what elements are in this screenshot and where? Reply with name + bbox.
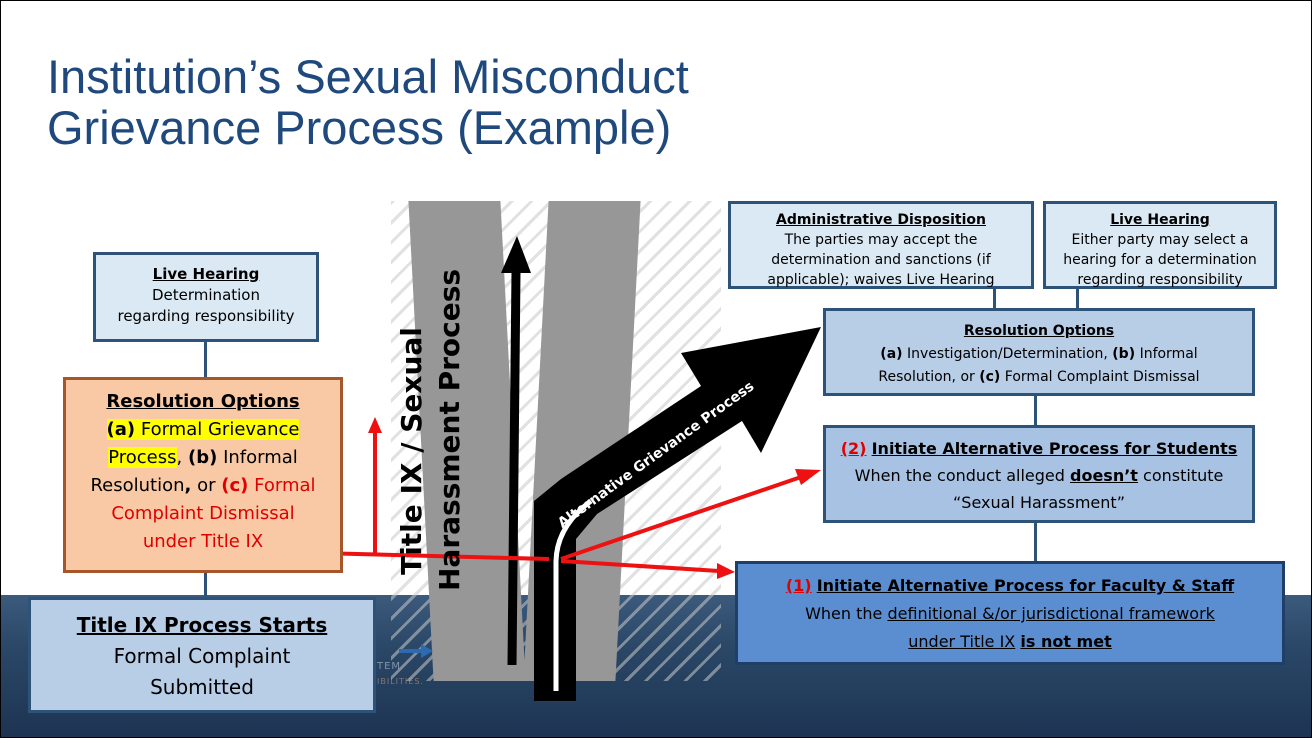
left-resolution-line3: Resolution, or (c) Formal: [66, 472, 340, 500]
students-line1-bold: doesn’t: [1070, 466, 1138, 485]
left-live-hearing-line1: Determination: [151, 286, 260, 304]
admin-line2: determination and sanctions (if: [771, 252, 991, 268]
red-arrowhead-faculty: [717, 563, 735, 579]
title-ix-road-label-line2: Harassment Process: [433, 268, 466, 591]
start-line1: Formal Complaint: [113, 644, 291, 668]
option-c-text3: under Title IX: [142, 531, 264, 552]
road-center-line: [553, 498, 593, 691]
right-option-b-label: (b): [1112, 346, 1136, 362]
red-line-to-students: [560, 475, 802, 561]
right-live-hearing-box: Live Hearing Either party may select a h…: [1043, 201, 1277, 289]
option-a-label: (a): [106, 419, 136, 440]
students-title: Initiate Alternative Process for Student…: [871, 439, 1238, 458]
slide-title-line2: Grievance Process (Example): [47, 101, 672, 154]
slide-title: Institution’s Sexual Misconduct Grievanc…: [47, 51, 887, 153]
left-live-hearing-title: Live Hearing: [152, 265, 260, 283]
right-live-hearing-title: Live Hearing: [1110, 212, 1210, 228]
option-a-text1: Formal Grievance: [140, 419, 300, 440]
slide-title-line1: Institution’s Sexual Misconduct: [47, 50, 689, 103]
right-option-c-text: Formal Complaint Dismissal: [1004, 369, 1200, 385]
admin-line1: The parties may accept the: [784, 232, 978, 248]
faculty-staff-process-box: (1) Initiate Alternative Process for Fac…: [735, 561, 1285, 665]
students-line1-post: constitute: [1143, 466, 1224, 485]
students-process-box: (2) Initiate Alternative Process for Stu…: [823, 425, 1255, 523]
start-line2: Submitted: [150, 675, 254, 699]
or-word: or: [197, 475, 216, 496]
faculty-line1-underline: definitional &/or jurisdictional framewo…: [887, 604, 1215, 623]
admin-title: Administrative Disposition: [776, 212, 986, 228]
faculty-line1: When the definitional &/or jurisdictiona…: [738, 600, 1282, 628]
students-line2: “Sexual Harassment”: [953, 493, 1125, 512]
title-ix-process-starts-box: Title IX Process Starts Formal Complaint…: [28, 597, 376, 713]
right-connector-low: [1034, 522, 1037, 562]
left-connector-top: [204, 341, 207, 377]
right-resolution-line1: (a) Investigation/Determination, (b) Inf…: [826, 343, 1252, 366]
title-ix-arrow-shaft: [507, 270, 521, 666]
title-ix-road-label-line1: Title IX / Sexual: [395, 327, 428, 575]
red-arrowhead-students: [795, 469, 821, 485]
left-resolution-title: Resolution Options: [106, 391, 300, 412]
right-resolution-line2-pre: Resolution, or: [878, 369, 975, 385]
faculty-title-line: (1) Initiate Alternative Process for Fac…: [738, 572, 1282, 600]
left-resolution-options-box: Resolution Options (a) Formal Grievance …: [63, 377, 343, 573]
left-resolution-line1: (a) Formal Grievance: [66, 416, 340, 444]
right-live-hearing-line2: hearing for a determination: [1063, 252, 1257, 268]
option-c-text2: Complaint Dismissal: [111, 503, 295, 524]
faculty-line2-bold: is not met: [1020, 632, 1112, 651]
comma: ,: [184, 475, 192, 496]
administrative-disposition-box: Administrative Disposition The parties m…: [728, 201, 1034, 289]
right-resolution-line2: Resolution, or (c) Formal Complaint Dism…: [826, 366, 1252, 389]
left-live-hearing-box: Live Hearing Determination regarding res…: [93, 252, 319, 342]
admin-line3: applicable); waives Live Hearing: [767, 272, 995, 288]
right-option-a-label: (a): [880, 346, 903, 362]
option-c-label: (c): [221, 475, 249, 496]
red-line-to-faculty: [560, 559, 720, 573]
students-line1-pre: When the conduct alleged: [854, 466, 1065, 485]
faculty-title: Initiate Alternative Process for Faculty…: [816, 576, 1235, 595]
right-live-hearing-line1: Either party may select a: [1071, 232, 1249, 248]
title-ix-arrow-head: [501, 236, 531, 273]
faculty-line2-underline: under Title IX: [908, 632, 1016, 651]
students-num: (2): [840, 439, 867, 458]
alternative-arrow-shape: [534, 327, 821, 546]
resolution-word: Resolution: [90, 475, 185, 496]
faculty-num: (1): [785, 576, 812, 595]
right-resolution-options-box: Resolution Options (a) Investigation/Det…: [823, 308, 1255, 396]
option-a-text2: Process: [108, 447, 177, 468]
right-connector-admin: [993, 287, 996, 309]
faculty-line1-pre: When the: [805, 604, 883, 623]
right-resolution-title: Resolution Options: [963, 323, 1115, 339]
students-title-line: (2) Initiate Alternative Process for Stu…: [826, 435, 1252, 462]
option-b-text: Informal: [223, 447, 298, 468]
logo-text-line2: IBILITIES.: [377, 677, 424, 686]
left-connector-bottom: [204, 572, 207, 598]
students-line1: When the conduct alleged doesn’t constit…: [826, 462, 1252, 489]
faculty-line2: under Title IX is not met: [738, 628, 1282, 656]
right-option-b-text: Informal: [1139, 346, 1198, 362]
right-connector-mid: [1034, 394, 1037, 428]
right-option-a-text: Investigation/Determination,: [907, 346, 1108, 362]
title-ix-road-label: Title IX / Sexual Harassment Process: [393, 268, 473, 591]
comma: ,: [176, 447, 183, 468]
right-option-c-label: (c): [979, 369, 1001, 385]
option-b-label: (b): [187, 447, 218, 468]
left-resolution-line2: Process, (b) Informal: [66, 444, 340, 472]
option-c-text1: Formal: [254, 475, 316, 496]
start-title: Title IX Process Starts: [76, 613, 328, 637]
logo-blue-arrowhead: [421, 644, 433, 658]
red-arrowhead-up: [368, 417, 382, 433]
logo-text-line1: TEM: [377, 661, 402, 672]
left-live-hearing-line2: regarding responsibility: [117, 307, 295, 325]
right-live-hearing-line3: regarding responsibility: [1077, 272, 1243, 288]
right-connector-live: [1076, 287, 1079, 309]
